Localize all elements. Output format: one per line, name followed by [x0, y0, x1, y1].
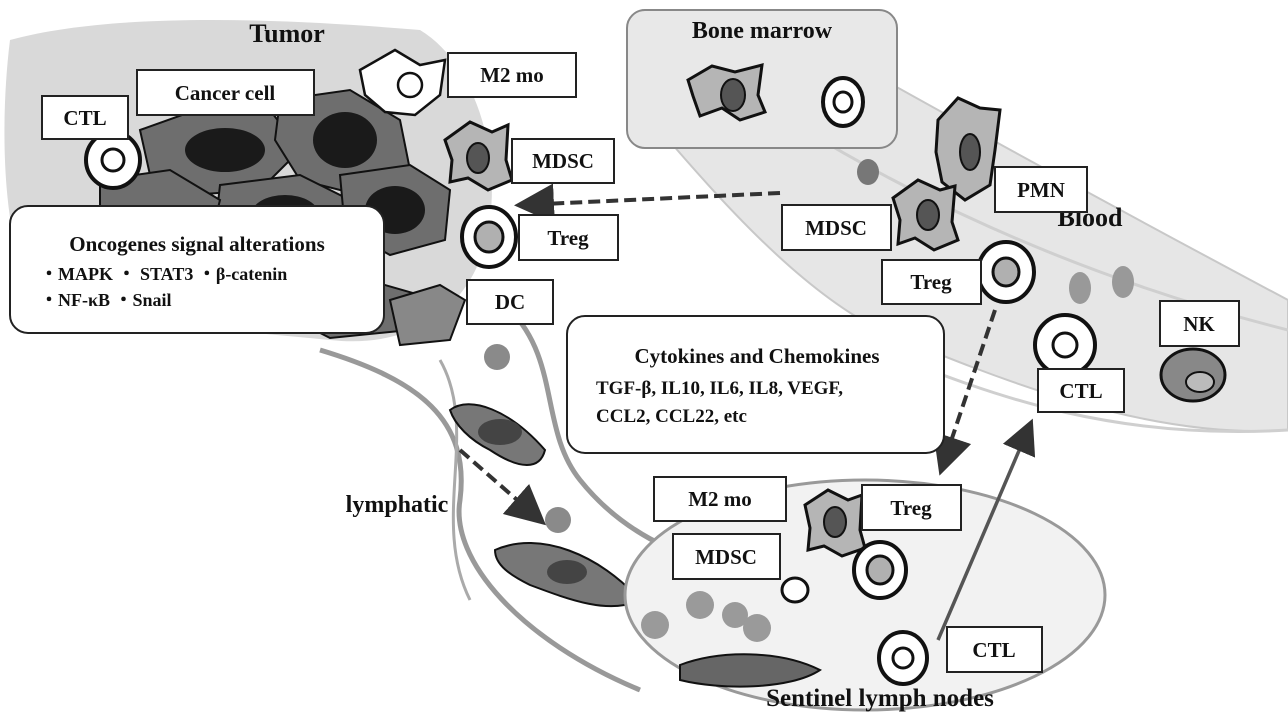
bone-marrow-lymphocyte-nucleus	[834, 92, 852, 112]
blood-ctl-nucleus	[1053, 333, 1077, 357]
oncogenes-title: Oncogenes signal alterations	[69, 232, 325, 256]
tumor-treg-label: Treg	[547, 226, 589, 250]
node-mdsc-label: MDSC	[695, 545, 757, 569]
sentinel-lymph-nodes-title: Sentinel lymph nodes	[766, 685, 994, 712]
blood-mdsc-nucleus	[917, 200, 939, 230]
node-dot	[743, 614, 771, 642]
blood-rbc	[1112, 266, 1134, 298]
lymphatic-cell-nucleus	[547, 560, 587, 584]
tumor-title: Tumor	[249, 19, 325, 48]
cytokines-line1: TGF-β, IL10, IL6, IL8, VEGF,	[596, 378, 843, 399]
node-m2-macrophage-nucleus	[782, 578, 808, 602]
node-dot	[641, 611, 669, 639]
bone-marrow-mdsc-nucleus	[721, 79, 745, 111]
bone-marrow-title: Bone marrow	[692, 18, 833, 44]
cytokines-line2: CCL2, CCL22, etc	[596, 406, 747, 427]
cytokines-title: Cytokines and Chemokines	[634, 344, 879, 368]
blood-rbc	[1069, 272, 1091, 304]
tumor-m2-macrophage-nucleus	[398, 73, 422, 97]
cancer-cell-label: Cancer cell	[175, 81, 276, 105]
lymphatic-vessel-left	[440, 360, 470, 600]
lymphatic-cell-nucleus	[478, 419, 522, 445]
tumor-treg-nucleus	[475, 222, 503, 252]
tumor-dc-label: DC	[495, 290, 525, 314]
tumor-m2mo-label: M2 mo	[480, 63, 544, 87]
oncogenes-line1: ・MAPK ・ STAT3 ・β-catenin	[40, 264, 287, 284]
tumor-mdsc-label: MDSC	[532, 149, 594, 173]
tumor-mdsc-nucleus	[467, 143, 489, 173]
cancer-cell-nucleus	[313, 112, 377, 168]
node-mdsc-nucleus	[824, 507, 846, 537]
blood-nk-label: NK	[1183, 312, 1215, 336]
blood-treg-label: Treg	[910, 270, 952, 294]
tumor-ctl-label: CTL	[63, 106, 106, 130]
tumor-ctl-nucleus	[102, 149, 124, 171]
lymphatic-dc-dot	[484, 344, 510, 370]
node-treg-nucleus	[867, 556, 893, 584]
cancer-cell-nucleus	[185, 128, 265, 172]
node-treg-label: Treg	[890, 496, 932, 520]
blood-treg-nucleus	[993, 258, 1019, 286]
node-ctl-nucleus	[893, 648, 913, 668]
lymphatic-title: lymphatic	[346, 492, 449, 518]
blood-mdsc-dot	[857, 159, 879, 185]
node-dot	[686, 591, 714, 619]
lymphatic-dc-dot	[545, 507, 571, 533]
blood-mdsc-label: MDSC	[805, 216, 867, 240]
oncogenes-line2: ・NF-κB ・Snail	[40, 290, 172, 310]
blood-pmn-nucleus	[960, 134, 980, 170]
node-m2mo-label: M2 mo	[688, 487, 752, 511]
blood-ctl-label: CTL	[1059, 379, 1102, 403]
blood-pmn-label: PMN	[1017, 178, 1065, 202]
node-ctl-label: CTL	[972, 638, 1015, 662]
blood-nk-nucleus	[1186, 372, 1214, 392]
